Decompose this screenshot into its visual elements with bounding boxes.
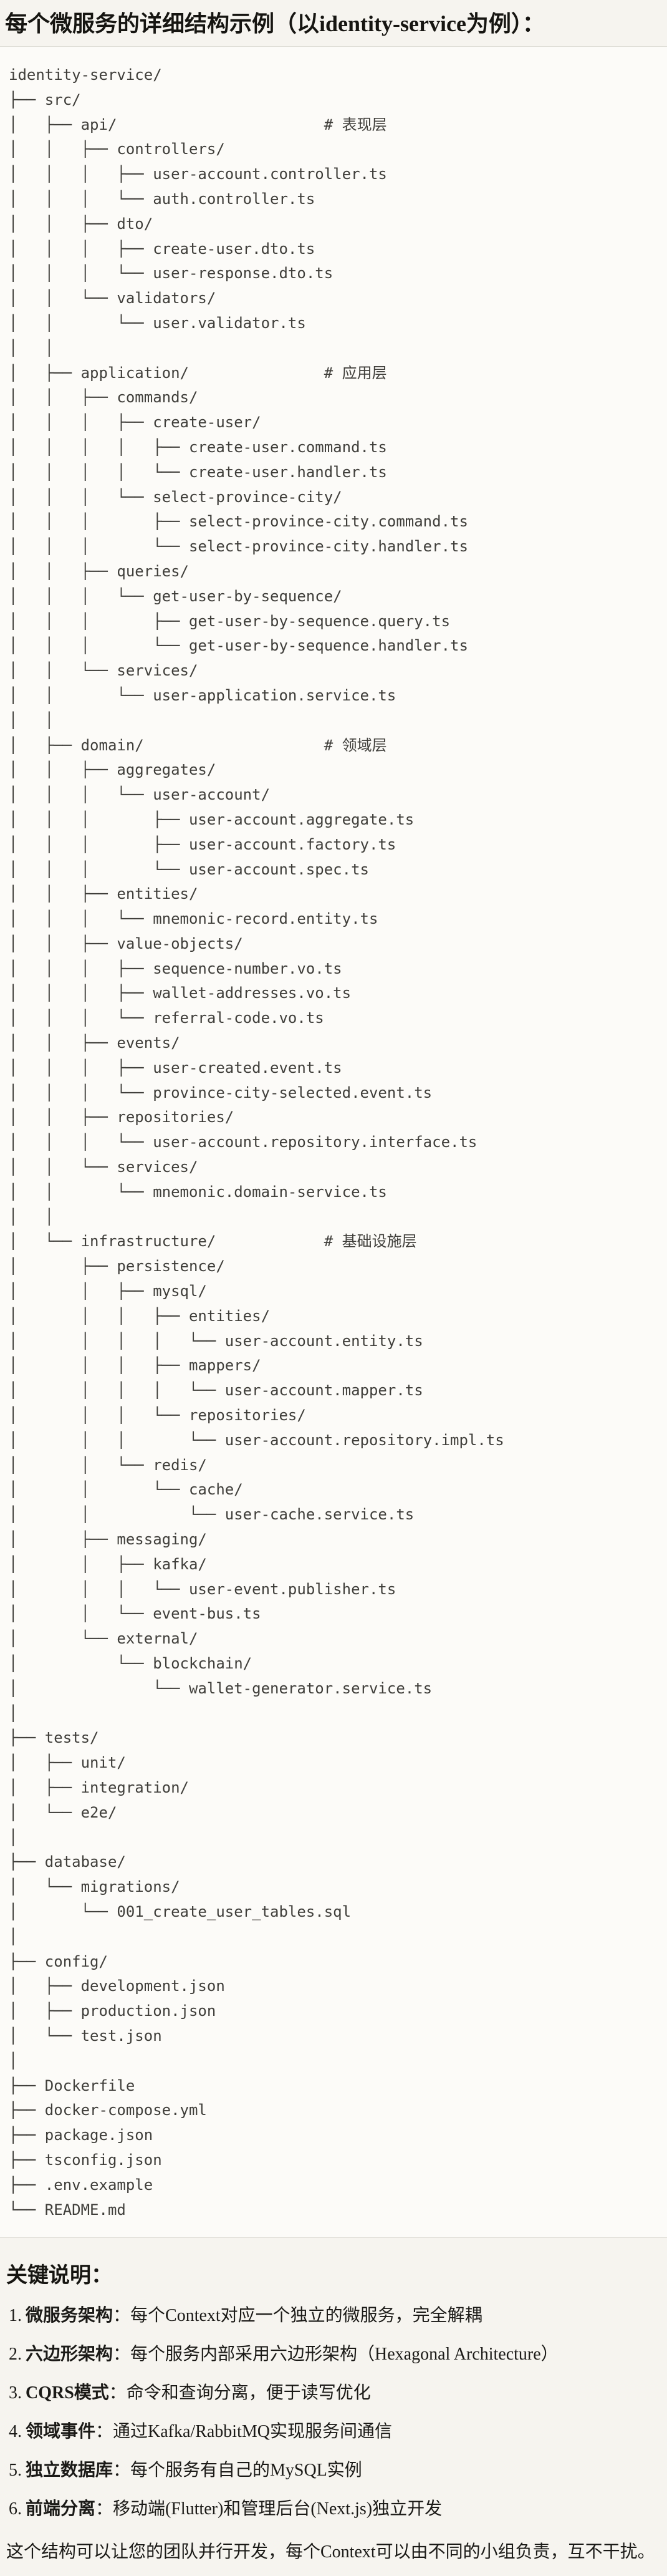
note-body: 微服务架构：每个Context对应一个独立的微服务，完全解耦 (26, 2305, 482, 2327)
note-body: 领域事件：通过Kafka/RabbitMQ实现服务间通信 (26, 2421, 392, 2443)
note-text: ：每个服务内部采用六边形架构（Hexagonal Architecture） (113, 2345, 559, 2365)
closing-paragraph: 这个结构可以让您的团队并行开发，每个Context可以由不同的小组负责，互不干扰… (6, 2542, 655, 2562)
note-label: CQRS模式 (26, 2383, 109, 2403)
note-number: 6. (9, 2499, 22, 2519)
note-body: 独立数据库：每个服务有自己的MySQL实例 (26, 2460, 362, 2481)
note-label: 微服务架构 (26, 2306, 113, 2326)
notes-heading: 关键说明： (6, 2264, 112, 2288)
note-number: 1. (9, 2306, 22, 2326)
note-text: ：通过Kafka/RabbitMQ实现服务间通信 (95, 2422, 392, 2442)
note-number: 2. (9, 2345, 22, 2365)
note-item: 5. 独立数据库：每个服务有自己的MySQL实例 (9, 2460, 661, 2481)
note-text: ：命令和查询分离，便于读写优化 (108, 2383, 371, 2403)
note-label: 六边形架构 (26, 2345, 113, 2365)
notes-list: 1. 微服务架构：每个Context对应一个独立的微服务，完全解耦 2. 六边形… (6, 2305, 661, 2520)
code-block-directory-tree: identity-service/ ├── src/ │ ├── api/ # … (0, 46, 667, 2239)
note-number: 5. (9, 2461, 22, 2481)
note-label: 独立数据库 (26, 2461, 113, 2481)
page-title: 每个微服务的详细结构示例（以identity-service为例）： (5, 11, 545, 36)
note-number: 3. (9, 2383, 22, 2403)
note-item: 1. 微服务架构：每个Context对应一个独立的微服务，完全解耦 (9, 2305, 661, 2327)
note-item: 3. CQRS模式：命令和查询分离，便于读写优化 (9, 2383, 661, 2404)
note-item: 6. 前端分离：移动端(Flutter)和管理后台(Next.js)独立开发 (9, 2499, 661, 2520)
note-item: 2. 六边形架构：每个服务内部采用六边形架构（Hexagonal Archite… (9, 2344, 661, 2365)
note-body: CQRS模式：命令和查询分离，便于读写优化 (26, 2383, 371, 2404)
note-number: 4. (9, 2422, 22, 2442)
note-body: 前端分离：移动端(Flutter)和管理后台(Next.js)独立开发 (26, 2499, 442, 2520)
note-body: 六边形架构：每个服务内部采用六边形架构（Hexagonal Architectu… (26, 2344, 559, 2365)
note-text: ：移动端(Flutter)和管理后台(Next.js)独立开发 (95, 2499, 443, 2519)
note-item: 4. 领域事件：通过Kafka/RabbitMQ实现服务间通信 (9, 2421, 661, 2443)
notes-section: 关键说明： 1. 微服务架构：每个Context对应一个独立的微服务，完全解耦 … (0, 2263, 667, 2564)
note-text: ：每个服务有自己的MySQL实例 (113, 2461, 362, 2481)
note-label: 前端分离 (26, 2499, 96, 2519)
directory-tree-text: identity-service/ ├── src/ │ ├── api/ # … (9, 66, 504, 2219)
note-text: ：每个Context对应一个独立的微服务，完全解耦 (113, 2306, 482, 2326)
note-label: 领域事件 (26, 2422, 96, 2442)
